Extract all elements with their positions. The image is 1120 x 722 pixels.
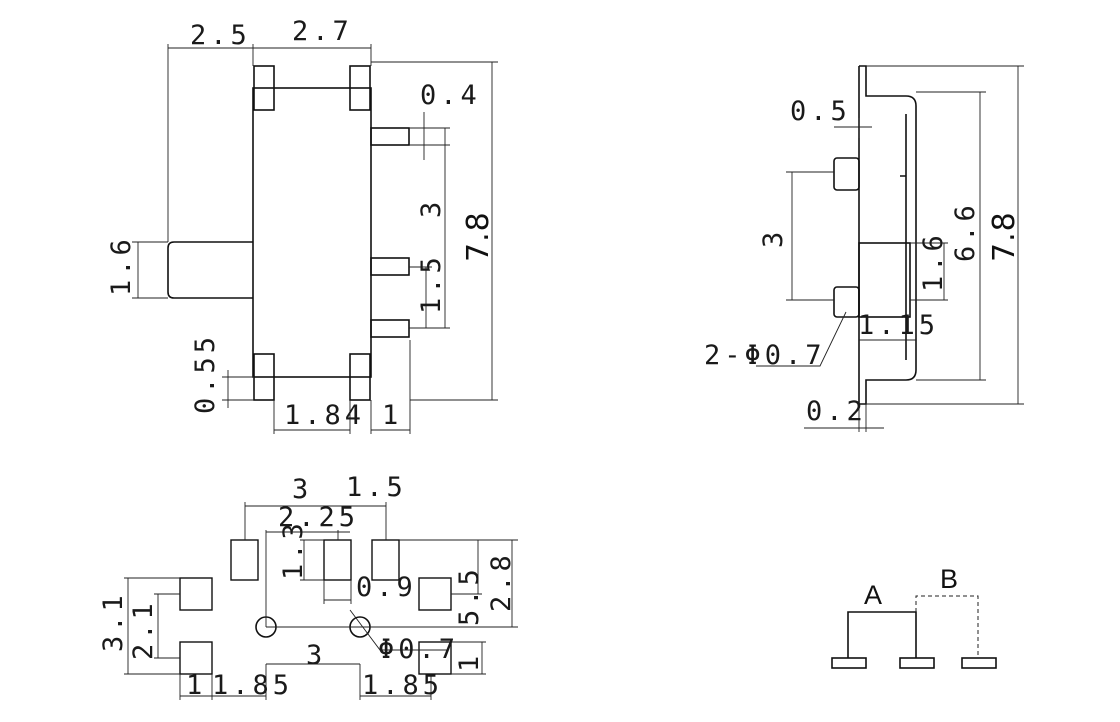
pin-2 [370,257,410,276]
dim-pin-spacing: 1.5 [416,253,447,314]
side-actuator [858,242,911,318]
dim-actuator-line [132,241,168,299]
pcb-pad-left-bottom [179,641,213,675]
dim-housing-line [916,91,986,381]
pcb-layout: 3 1.5 2.25 1.3 0.9 5.5 2.8 3.1 2.1 3 Φ0.… [98,472,518,701]
top-right-tab [349,65,371,111]
side-housing [858,65,917,405]
dim-post-pitch: 3 [758,228,789,248]
circuit-terminal-1 [831,657,867,669]
dim-body-width: 2.7 [292,16,353,47]
pcb-pad-top-1 [230,539,259,581]
switch-body [252,87,372,378]
dim-pin-pitch: 3 [416,198,447,218]
dim-pad-width: 0.9 [356,572,417,603]
dim-pad-center-line [265,530,350,627]
dim-overall-length: 7.8 [987,211,1022,262]
dim-tab-height: 0.55 [190,333,221,414]
dim-bottom-lines [273,340,411,434]
post-2 [833,286,860,318]
dim-total-height: 2.8 [486,551,517,612]
dim-pad-height-line [300,539,324,581]
circuit-terminal-3 [961,657,997,669]
dim-top-line [167,44,372,242]
dim-left-gap: 2.1 [128,599,159,660]
pcb-pad-top-2 [323,539,352,581]
dim-left-span: 3.1 [98,591,129,652]
dim-hole-pitch: 3 [306,640,326,671]
slide-actuator [167,241,253,299]
circuit-line-b [915,595,979,658]
dim-left-lines [124,577,180,675]
dim-overall-line [866,65,1024,405]
dim-tab-line [222,370,254,408]
post-leader [756,311,847,367]
dim-right-tab-line [451,641,486,675]
dim-right-tab: 1 [454,652,485,672]
dim-right-spacing: 1.85 [362,670,443,701]
dim-plate-thickness: 0.2 [806,396,867,427]
dim-pad-offset: 1.5 [346,472,407,503]
dim-pad-pitch-x: 3 [292,474,312,505]
circuit-diagram: A B [831,564,997,669]
dim-actuator-travel: 1.15 [858,310,939,341]
dim-left-spacing: 1.85 [212,670,293,701]
side-view: 0.5 3 1.6 6.6 7.8 1.15 2-Φ0.7 0.2 [704,65,1024,432]
circuit-line-a [847,611,917,658]
post-callout: 2-Φ0.7 [704,340,826,371]
pcb-pad-top-3 [371,539,400,581]
top-left-tab [253,65,275,111]
dim-actuator-length: 1.6 [106,235,137,296]
pcb-pad-right-bottom [418,641,452,675]
post-1 [833,157,860,191]
bottom-right-tab [349,353,371,401]
dim-bottom-lines [179,674,432,700]
dim-overall-line [371,61,498,401]
dim-pad-height: 1.3 [278,519,309,580]
dim-row-offset: 5.5 [454,565,485,626]
circuit-label-b: B [940,564,958,594]
circuit-terminal-2 [899,657,935,669]
dim-actuator-length: 1.6 [918,231,949,292]
dim-tab-depth-line [834,118,872,138]
dim-actuator-line [910,242,948,301]
dim-housing-length: 6.6 [950,201,981,262]
pcb-pad-right-top [418,577,452,611]
dim-pin-width: 0.4 [420,80,481,111]
circuit-label-a: A [864,580,882,610]
pcb-pad-left-top [179,577,213,611]
dim-body-offset: 2.5 [190,20,251,51]
dim-pin-length: 1 [382,400,402,431]
front-view: 2.5 2.7 0.4 3 7.8 1.6 1.5 0.55 1.84 1 [106,16,498,434]
pin-1 [370,127,410,146]
side-inner-edge [900,114,907,360]
dim-pad-width-line [323,580,352,604]
hole-leader [349,609,448,651]
dim-pad-pitch-line [244,502,387,540]
dim-hole-pitch-line [265,626,361,700]
dim-pad-center: 2.25 [278,502,359,533]
dim-tab-span: 1.84 [284,400,365,431]
pin-3 [370,319,410,338]
dim-plate-line [804,404,884,432]
dim-tab-depth: 0.5 [790,96,851,127]
dim-right-lines [360,539,518,628]
dim-left-pad-width: 1 [186,670,206,701]
dim-overall-length: 7.8 [461,211,496,262]
dim-pin-spacing-line [409,266,432,329]
dim-post-pitch-line [786,171,834,301]
hole-callout: Φ0.7 [378,634,459,665]
